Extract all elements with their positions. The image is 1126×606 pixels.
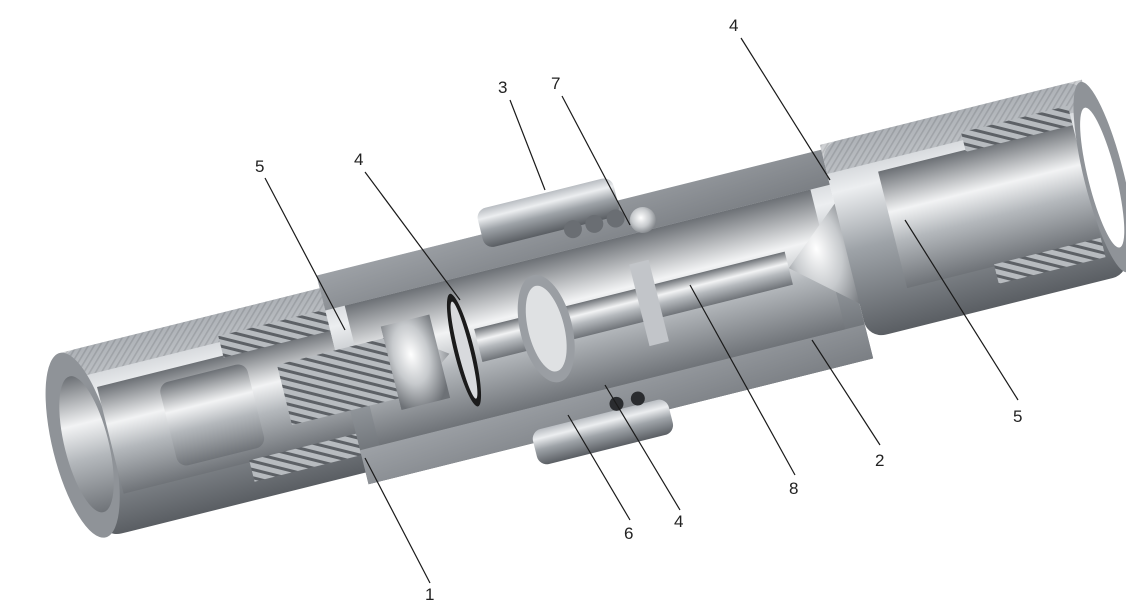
- callout-1: 1: [425, 585, 434, 604]
- leader-4-top: [740, 37, 831, 181]
- callout-5-right: 5: [1013, 407, 1022, 426]
- callout-2: 2: [875, 451, 884, 470]
- callout-4-bottom: 4: [674, 512, 683, 531]
- leader-4-bottom: [604, 384, 681, 511]
- callout-4-top: 4: [729, 16, 738, 35]
- leader-5-left: [264, 177, 346, 331]
- locking-balls: [563, 207, 656, 411]
- callouts: 5 4 3 7 4 1 6 4 8 2 5: [255, 16, 1022, 604]
- leader-7: [561, 95, 631, 226]
- callout-7: 7: [551, 74, 560, 93]
- callout-5-left: 5: [255, 157, 264, 176]
- callout-3: 3: [498, 78, 507, 97]
- callout-6: 6: [624, 524, 633, 543]
- callout-4-left: 4: [354, 150, 363, 169]
- leader-4-left: [364, 171, 461, 301]
- leader-1: [364, 457, 431, 584]
- right-nut: [819, 79, 1126, 336]
- callout-8: 8: [789, 479, 798, 498]
- coupling-body: [45, 79, 1126, 538]
- leader-6: [567, 414, 631, 521]
- leader-3: [509, 99, 546, 191]
- leader-8: [689, 284, 796, 476]
- central-stem: [474, 251, 793, 383]
- leader-5-right: [904, 219, 1019, 401]
- leader-2: [811, 339, 881, 446]
- left-poppet: [276, 293, 482, 425]
